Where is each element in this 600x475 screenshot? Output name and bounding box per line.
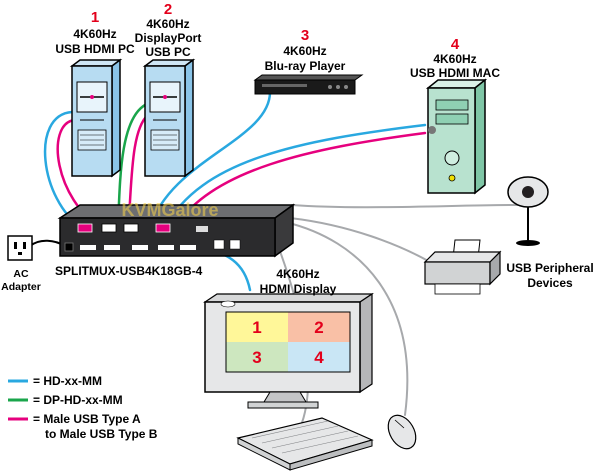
source-2-line3: USB PC	[145, 45, 191, 59]
pc-2-tower	[142, 58, 196, 178]
device-watermark: KVMGalore	[121, 200, 218, 220]
source-4-line2: USB HDMI MAC	[410, 66, 500, 80]
cable-mouse	[284, 221, 409, 416]
peripherals-line2: Devices	[527, 276, 573, 290]
ac-outlet	[7, 235, 33, 261]
legend-hdmi-text: = HD-xx-MM	[33, 374, 102, 388]
source-3-line1: 4K60Hz	[283, 44, 326, 58]
keyboard	[236, 417, 374, 471]
source-1-line1: 4K60Hz	[73, 27, 116, 41]
quadrant-1-label: 1	[252, 318, 261, 337]
cable-camera	[291, 204, 521, 209]
mouse	[387, 414, 417, 450]
cable-mac-hdmi	[163, 123, 427, 230]
mac-tower	[425, 78, 488, 195]
display-line2: HDMI Display	[260, 282, 337, 296]
display-quadrant-3	[226, 342, 288, 372]
display-quadrant-1	[226, 312, 288, 342]
quadrant-4-label: 4	[314, 348, 324, 367]
bluray-player	[253, 74, 364, 95]
ac-adapter-line2: Adapter	[1, 281, 41, 293]
ac-adapter-line1: AC	[13, 268, 29, 280]
legend-usb-text: = Male USB Type A	[33, 412, 141, 426]
source-2-line1: 4K60Hz	[146, 17, 189, 31]
quadrant-3-label: 3	[252, 348, 261, 367]
cable-printer	[289, 217, 431, 263]
printer	[423, 239, 502, 295]
peripherals-line1: USB Peripheral	[506, 261, 593, 275]
pc-1-tower	[69, 58, 123, 178]
webcam	[507, 176, 549, 246]
source-1-number: 1	[91, 9, 99, 26]
hdmi-display	[203, 292, 374, 409]
splitmux-device	[57, 203, 296, 258]
source-4-line1: 4K60Hz	[433, 52, 476, 66]
source-2-number: 2	[164, 1, 172, 18]
source-1-line2: USB HDMI PC	[55, 42, 135, 56]
quadrant-2-label: 2	[314, 318, 323, 337]
display-line1: 4K60Hz	[276, 267, 319, 281]
legend-usb-text-2: to Male USB Type B	[45, 427, 158, 441]
display-quadrant-2	[288, 312, 350, 342]
source-3-line2: Blu-ray Player	[265, 59, 346, 73]
device-model-label: SPLITMUX-USB4K18GB-4	[55, 264, 203, 278]
legend-dp-text: = DP-HD-xx-MM	[33, 393, 123, 407]
source-2-line2: DisplayPort	[135, 31, 202, 45]
source-3-number: 3	[301, 27, 309, 44]
source-4-number: 4	[451, 36, 460, 53]
display-quadrant-4	[288, 342, 350, 372]
